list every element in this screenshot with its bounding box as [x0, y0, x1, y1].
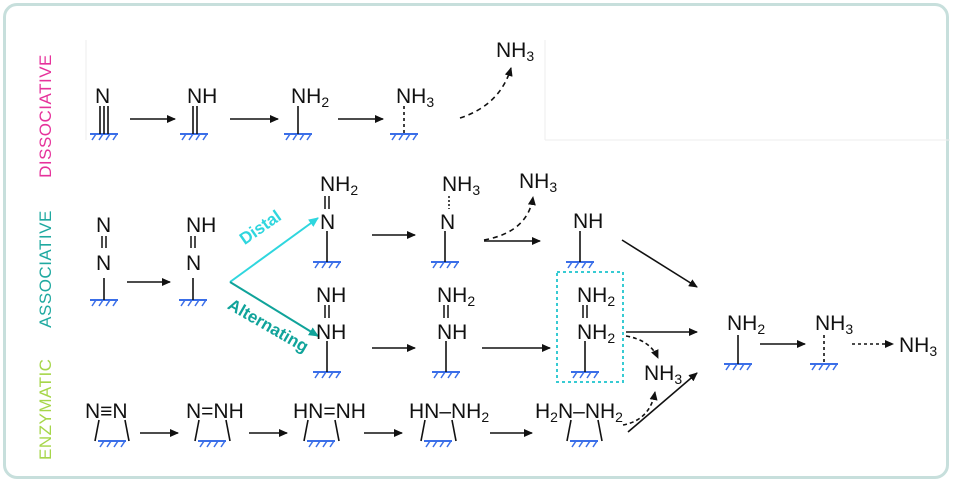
- dissoc-species-3: NH2: [291, 85, 330, 110]
- enz-species-3: HN=NH: [293, 400, 366, 423]
- enz-species-2: N=NH: [186, 400, 244, 423]
- enz-species-1: N≡N: [85, 400, 128, 423]
- alt-1-bottom: NH: [316, 321, 347, 344]
- assoc-a1-bottom: N: [96, 252, 112, 275]
- distal-d2-product: NH3: [519, 170, 558, 195]
- merge-nh3: NH3: [815, 312, 854, 337]
- enz-species-5: H2N–NH2: [535, 400, 623, 425]
- enz-species-4: HN–NH2: [409, 400, 490, 425]
- alt-3-top: NH2: [577, 284, 616, 309]
- assoc-a1-top: N: [96, 214, 112, 237]
- distal-d3: NH: [573, 210, 604, 233]
- distal-d2-top: NH3: [442, 173, 481, 198]
- alt-2-bottom: NH: [437, 321, 468, 344]
- dissoc-species-4: NH3: [396, 85, 435, 110]
- alt-3-bottom: NH2: [577, 321, 616, 346]
- final-nh3: NH3: [899, 334, 938, 359]
- alt-2-top: NH2: [437, 284, 476, 309]
- figure-frame: [3, 3, 949, 479]
- distal-d1-bottom: N: [320, 211, 336, 234]
- assoc-a2-top: NH: [186, 214, 217, 237]
- dissoc-species-1: N: [95, 85, 111, 108]
- dissociative-surfaces: [89, 133, 419, 141]
- distal-d1-top: NH2: [320, 173, 359, 198]
- dissoc-product: NH3: [496, 39, 535, 64]
- assoc-a2-bottom: N: [186, 252, 202, 275]
- merge-nh2: NH2: [727, 312, 766, 337]
- alt-1-top: NH: [316, 284, 347, 307]
- dissoc-species-2: NH: [187, 85, 218, 108]
- distal-d2-bottom: N: [440, 211, 456, 234]
- alt-3-product: NH3: [644, 362, 683, 387]
